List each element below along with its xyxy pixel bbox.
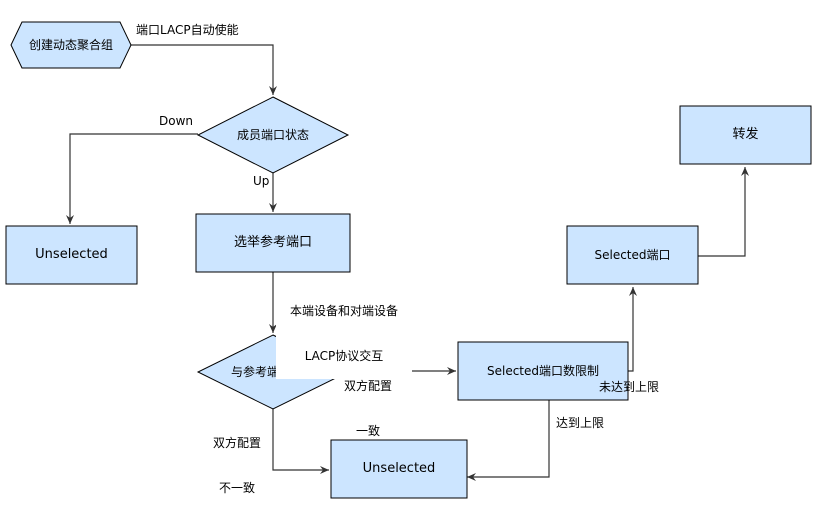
elect-reference-port-box (195, 213, 351, 273)
create-group-hex (10, 21, 132, 69)
edge-compare-to-unselected (272, 409, 329, 474)
forward-box (679, 105, 812, 165)
unselected-bottom-box (330, 439, 468, 499)
edge-create-to-state (131, 44, 277, 95)
selected-port-limit-box (457, 341, 629, 401)
edge-label-config-consistent-line2: 一致 (355, 424, 380, 438)
edge-limit-to-selected (628, 287, 637, 372)
edge-label-lacp-interaction: 本端设备和对端设备 LACP协议交互 (276, 274, 412, 379)
edge-label-config-inconsistent-line2: 不一致 (218, 481, 255, 495)
member-port-state-diamond (196, 96, 350, 174)
edge-label-limit-reached: 达到上限 (556, 416, 605, 430)
selected-port-box (566, 225, 699, 285)
edge-label-lacp-interaction-line1: 本端设备和对端设备 (289, 304, 398, 318)
edge-state-down-to-unselected (66, 133, 198, 224)
edge-label-config-consistent-line1: 双方配置 (343, 379, 392, 393)
edge-label-down: Down (159, 114, 194, 129)
unselected-left-box (5, 225, 138, 285)
edge-label-config-consistent: 双方配置 一致 (337, 349, 399, 454)
edge-selected-to-forward (698, 167, 749, 257)
edge-label-config-inconsistent-line1: 双方配置 (212, 436, 261, 450)
edge-limit-to-unselected (467, 400, 550, 481)
edge-label-lacp-interaction-line2: LACP协议交互 (304, 349, 384, 363)
edge-label-limit-not-reached: 未达到上限 (599, 380, 660, 394)
edge-label-up: Up (253, 174, 270, 189)
edge-label-lacp-enable: 端口LACP自动使能 (136, 23, 239, 38)
edge-label-config-inconsistent: 双方配置 不一致 (206, 406, 268, 511)
